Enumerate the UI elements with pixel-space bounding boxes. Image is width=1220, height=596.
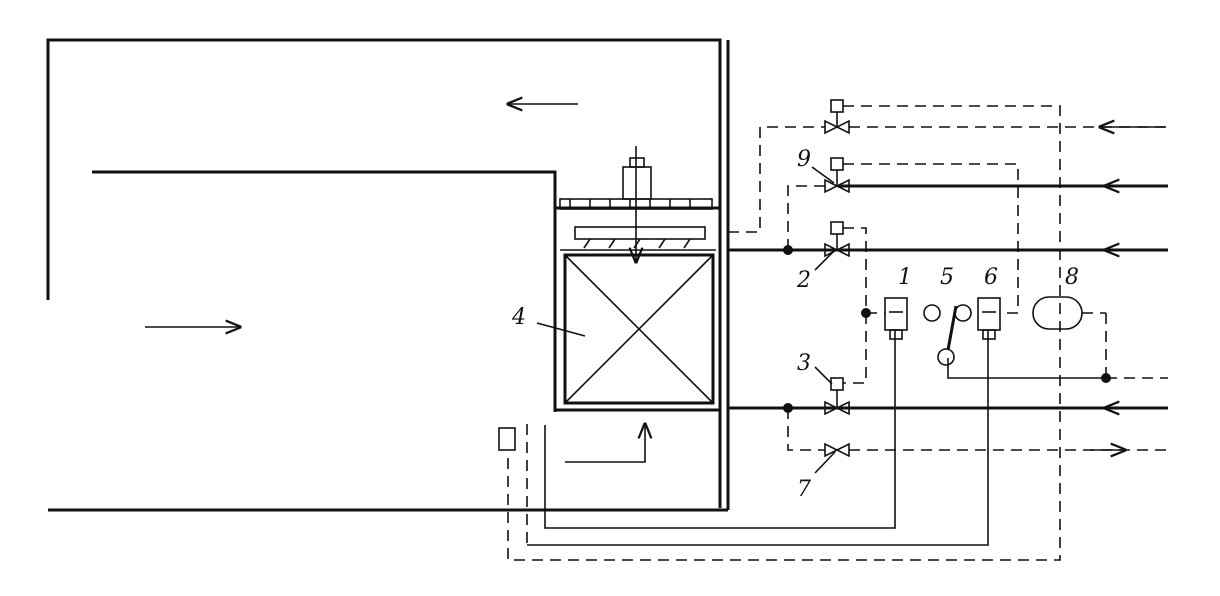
leader-lines [536,166,836,474]
heat-exchanger-4 [553,146,722,412]
sensor-lines [527,330,1106,546]
bottom-air-arrow [565,424,645,463]
valve-7 [824,442,850,458]
junction-dots [783,245,1111,413]
label-4: 4 [511,305,526,330]
air-duct [46,38,730,512]
instrument-6 [977,297,1001,340]
label-5: 5 [940,265,954,290]
valve-9 [824,157,850,194]
label-6: 6 [984,265,998,290]
label-3: 3 [797,351,811,376]
instrument-8 [1032,296,1083,330]
label-2: 2 [796,268,811,293]
label-7: 7 [797,477,811,502]
spray-header [559,157,713,249]
labels: 4 9 2 3 7 1 5 6 8 [511,147,1079,502]
dashed-lines [507,105,1168,561]
sensor-left [498,427,516,451]
instrument-1 [884,297,941,340]
instrument-5 [937,304,972,366]
main-pipelines [728,186,1168,408]
label-1: 1 [898,265,912,290]
label-9: 9 [797,147,811,172]
label-8: 8 [1065,265,1079,290]
valve-top-dashed [824,99,850,135]
